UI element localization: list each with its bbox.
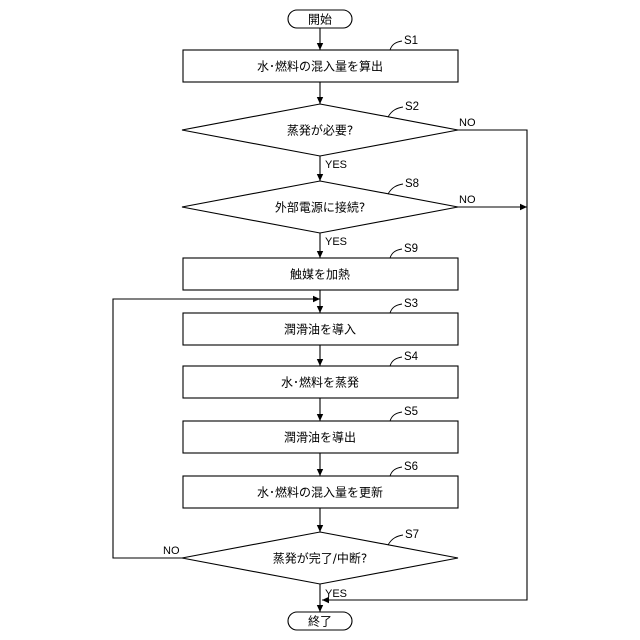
- end-label: 終了: [308, 614, 332, 629]
- step-s9-text: 触媒を加熱: [290, 268, 350, 282]
- step-s6-text: 水･燃料の混入量を更新: [257, 485, 383, 500]
- s7-yes-label: YES: [325, 588, 347, 600]
- step-s9-leader: [390, 249, 402, 258]
- step-s4-text: 水･燃料を蒸発: [281, 375, 359, 390]
- step-s9-id: S9: [404, 243, 418, 255]
- start-terminal: 開始: [288, 10, 352, 28]
- start-label: 開始: [308, 13, 332, 27]
- s8-yes-label: YES: [325, 236, 347, 248]
- step-s5-id: S5: [404, 406, 418, 418]
- s8-no-label: NO: [459, 194, 476, 206]
- step-s3-text: 潤滑油を導入: [284, 323, 356, 337]
- step-s5-text: 潤滑油を導出: [284, 431, 356, 445]
- decision-s8-leader: [388, 184, 403, 194]
- step-s6-id: S6: [404, 461, 418, 473]
- step-s4-leader: [390, 357, 402, 366]
- decision-s8-text: 外部電源に接続?: [275, 200, 365, 215]
- step-s4-id: S4: [404, 351, 419, 363]
- decision-s7-text: 蒸発が完了/中断?: [273, 551, 367, 566]
- decision-s2-id: S2: [405, 101, 419, 113]
- s7-no-label: NO: [163, 545, 180, 557]
- decision-s7-leader: [388, 535, 403, 545]
- step-s1-text: 水･燃料の混入量を算出: [257, 59, 383, 74]
- s2-yes-label: YES: [325, 159, 347, 171]
- decision-s8: 外部電源に接続? S8: [182, 178, 458, 233]
- step-s3-leader: [390, 304, 402, 313]
- step-s6-leader: [390, 467, 402, 476]
- decision-s7: 蒸発が完了/中断? S7: [182, 529, 458, 584]
- end-terminal: 終了: [288, 612, 352, 630]
- step-s1-leader: [390, 41, 402, 50]
- decision-s2: 蒸発が必要? S2: [182, 101, 458, 156]
- decision-s7-id: S7: [405, 529, 419, 541]
- s2-no-label: NO: [459, 117, 476, 129]
- decision-s2-leader: [388, 107, 403, 117]
- step-s1-id: S1: [404, 35, 418, 47]
- step-s5-leader: [390, 412, 402, 421]
- decision-s2-text: 蒸発が必要?: [287, 123, 353, 138]
- step-s3-id: S3: [404, 298, 418, 310]
- decision-s8-id: S8: [405, 178, 419, 190]
